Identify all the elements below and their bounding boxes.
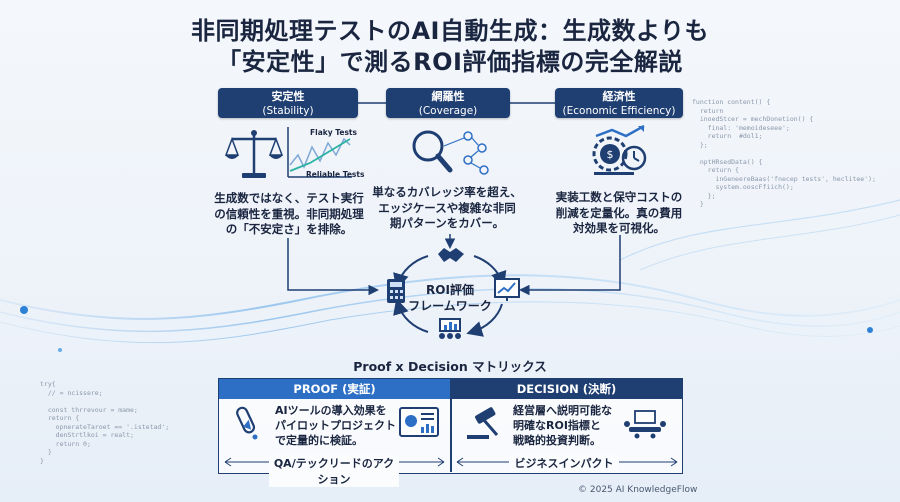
stability-trend-chart: [287, 127, 352, 178]
desc-line: 生成数ではなく、テスト実行: [214, 191, 364, 205]
gear-coin-growth-icon: $: [592, 124, 647, 175]
decision-text: 経営層へ説明可能な 明確なROI指標と 戦略的投資判断。: [513, 403, 633, 448]
scales-icon: [224, 130, 284, 178]
title-line-2: 「安定性」で測るROI評価指標の完全解説: [217, 48, 683, 76]
cycle-label-line: フレームワーク: [408, 299, 492, 313]
code-snippet-left: try{ // = ncissere; const thrrevour = ma…: [40, 380, 170, 465]
desc-line: 対効果を可視化。: [573, 221, 665, 235]
meeting-table-icon: [624, 410, 666, 439]
dashboard-icon: [399, 407, 439, 437]
proof-text: AIツールの導入効果を パイロットプロジェクト で定量的に検証。: [275, 403, 405, 448]
proof-footer: QA/テックリードのアクション: [269, 455, 399, 487]
chart-label-reliable: Reliable Tests: [306, 170, 365, 179]
matrix-title: Proof x Decision マトリックス: [353, 359, 547, 374]
svg-text:$: $: [607, 148, 614, 161]
cycle-label-line: ROI評価: [426, 283, 474, 297]
board-meeting-icon: [439, 318, 461, 339]
pillar-coverage-label: 網羅性: [431, 90, 465, 103]
cycle-center-label: ROI評価 フレームワーク: [405, 282, 495, 314]
pillar-stability-en: (Stability): [262, 105, 314, 117]
desc-line: 期パターンをカバー。: [389, 216, 505, 230]
decision-text-line: 明確なROI指標と: [513, 419, 601, 432]
pillar-stability-header: 安定性 (Stability): [218, 88, 358, 118]
proof-text-line: で定量的に検証。: [275, 434, 363, 447]
pillar-coverage-header: 網羅性 (Coverage): [386, 88, 510, 118]
proof-header: PROOF (実証): [219, 379, 450, 399]
proof-text-line: AIツールの導入効果を: [275, 404, 387, 417]
calculator-icon: [387, 279, 405, 303]
proof-decision-matrix: PROOF (実証) DECISION (決断) AIツールの導入効果を パイロ…: [218, 378, 683, 487]
desc-line: の「不安定さ」を排除。: [225, 222, 353, 236]
decision-text-line: 経営層へ説明可能な: [513, 404, 612, 417]
title-line-1: 非同期処理テストのAI自動生成：生成数よりも: [190, 17, 710, 45]
test-tube-icon: [236, 406, 258, 440]
desc-line: 実装工数と保守コストの: [555, 190, 683, 204]
matrix-divider: [450, 379, 452, 472]
copyright: © 2025 AI KnowledgeFlow: [578, 485, 698, 495]
desc-line: の信頼性を重視。非同期処理: [214, 206, 364, 221]
pillar-coverage-desc: 単なるカバレッジ率を超え、 エッジケースや複雑な非同 期パターンをカバー。: [362, 185, 532, 232]
proof-text-line: パイロットプロジェクト: [275, 419, 396, 432]
pillar-economic-label: 経済性: [602, 90, 636, 103]
pillar-economic-en: (Economic Efficiency): [562, 105, 676, 117]
desc-line: 削減を定量化。真の費用: [555, 205, 683, 220]
chart-label-flaky: Flaky Tests: [310, 128, 357, 137]
code-snippet-right: function content() { return inoedStcer =…: [692, 98, 876, 208]
pillar-economic-header: 経済性 (Economic Efficiency): [555, 88, 683, 118]
pillar-stability-desc: 生成数ではなく、テスト実行 の信頼性を重視。非同期処理 の「不安定さ」を排除。: [198, 191, 380, 238]
pillar-economic-desc: 実装工数と保守コストの 削減を定量化。真の費用 対効果を可視化。: [540, 190, 698, 237]
presentation-chart-icon: [494, 278, 520, 301]
decision-header: DECISION (決断): [451, 379, 682, 399]
handshake-icon: [438, 248, 464, 262]
page-title: 非同期処理テストのAI自動生成：生成数よりも 「安定性」で測るROI評価指標の完…: [0, 16, 900, 78]
desc-line: 単なるカバレッジ率を超え、: [372, 185, 522, 199]
pillar-stability-label: 安定性: [271, 90, 305, 103]
decision-text-line: 戦略的投資判断。: [513, 434, 601, 447]
decision-footer: ビジネスインパクト: [509, 455, 619, 471]
desc-line: エッジケースや複雑な非同: [378, 200, 516, 215]
magnifier-network-icon: [412, 130, 489, 175]
pillar-coverage-en: (Coverage): [418, 105, 478, 117]
gavel-icon: [467, 407, 499, 439]
